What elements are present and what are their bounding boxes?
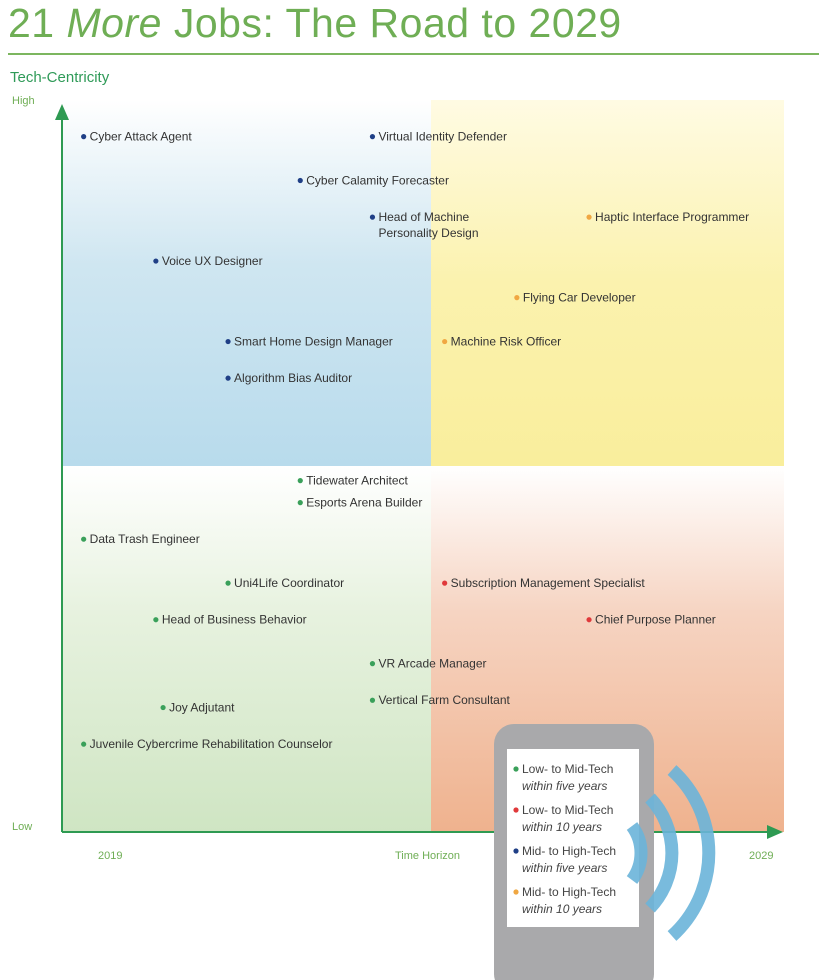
page-title: 21 More Jobs: The Road to 2029 <box>8 0 622 47</box>
data-point-marker <box>81 741 87 747</box>
legend-marker <box>513 848 519 854</box>
data-point-label: Joy Adjutant <box>169 701 235 715</box>
data-point-marker <box>442 580 448 586</box>
data-point-marker <box>225 375 231 381</box>
data-point-marker <box>225 580 231 586</box>
legend-label: Mid- to High-Tech <box>522 844 616 858</box>
data-point-marker <box>586 617 592 623</box>
phone-screen <box>507 749 639 927</box>
legend-sublabel: within 10 years <box>522 902 602 916</box>
data-point-label: Juvenile Cybercrime Rehabilitation Couns… <box>90 737 333 751</box>
data-point-marker <box>442 338 448 345</box>
title-number: 21 <box>8 0 55 46</box>
data-point-marker <box>153 258 159 264</box>
title-italic: More <box>66 0 162 46</box>
data-point-marker <box>297 177 303 184</box>
quadrant-top-left <box>62 100 431 466</box>
data-point-label: Cyber Calamity Forecaster <box>306 174 449 188</box>
data-point-label: Uni4Life Coordinator <box>234 576 344 590</box>
data-points: Cyber Attack Agent Virtual Identity Defen… <box>81 130 749 751</box>
data-point-label: Subscription Management Specialist <box>451 576 646 590</box>
data-point-label: Vertical Farm Consultant <box>378 693 510 707</box>
legend-marker <box>513 889 519 895</box>
data-point-label: Head of Business Behavior <box>162 613 307 627</box>
data-point-marker <box>153 617 159 623</box>
x-axis-label: Time Horizon <box>395 850 460 862</box>
title-rule <box>8 53 819 55</box>
signal-wave-large <box>667 765 716 941</box>
legend-sublabel: within 10 years <box>522 820 602 834</box>
data-point-marker <box>369 661 376 667</box>
x-axis-arrow <box>767 825 783 839</box>
data-point-label: Flying Car Developer <box>523 291 636 305</box>
y-axis-label: Tech-Centricity <box>10 69 110 86</box>
data-point-marker <box>369 697 376 703</box>
y-tick-low: Low <box>12 821 33 833</box>
data-point-label: Algorithm Bias Auditor <box>234 371 352 385</box>
data-point-marker <box>81 536 87 542</box>
data-point-label: Haptic Interface Programmer <box>595 210 749 224</box>
data-point-marker <box>586 214 592 220</box>
x-tick-start: 2019 <box>98 850 123 862</box>
data-point-marker <box>297 478 303 484</box>
signal-wave-small <box>626 822 648 884</box>
data-point-marker <box>297 500 303 506</box>
data-point-label: Esports Arena Builder <box>306 496 422 510</box>
legend-marker <box>513 807 519 813</box>
data-point-label: Virtual Identity Defender <box>378 130 507 144</box>
data-point-label: Smart Home Design Manager <box>234 335 393 349</box>
data-point-label: Data Trash Engineer <box>90 532 200 546</box>
x-tick-end: 2029 <box>749 850 774 862</box>
data-point-label: Chief Purpose Planner <box>595 613 716 627</box>
quadrant-top-right <box>431 100 784 466</box>
legend-label: Mid- to High-Tech <box>522 885 616 899</box>
signal-wave-medium <box>645 793 679 913</box>
legend-sublabel: within five years <box>522 861 607 875</box>
data-point-marker <box>369 134 376 140</box>
data-point-label: Tidewater Architect <box>306 474 408 488</box>
data-point-marker <box>514 295 520 301</box>
phone-icon <box>494 724 654 980</box>
data-point-label: VR Arcade Manager <box>378 657 486 671</box>
data-point-marker <box>81 134 87 140</box>
signal-waves-icon <box>626 765 716 941</box>
data-point-label: Voice UX Designer <box>162 254 263 268</box>
data-point-marker <box>225 338 231 345</box>
y-axis-arrow <box>55 104 69 120</box>
legend-label: Low- to Mid-Tech <box>522 762 613 776</box>
data-point-marker <box>369 214 376 220</box>
title-rest: Jobs: The Road to 2029 <box>173 0 622 46</box>
legend-marker <box>513 766 519 772</box>
data-point-label: Cyber Attack Agent <box>90 130 193 144</box>
data-point-marker <box>160 704 166 711</box>
data-point-label: Machine Risk Officer <box>451 335 561 349</box>
y-tick-high: High <box>12 95 35 107</box>
legend-label: Low- to Mid-Tech <box>522 803 613 817</box>
legend-sublabel: within five years <box>522 779 607 793</box>
quadrant-bottom-left <box>62 466 431 832</box>
